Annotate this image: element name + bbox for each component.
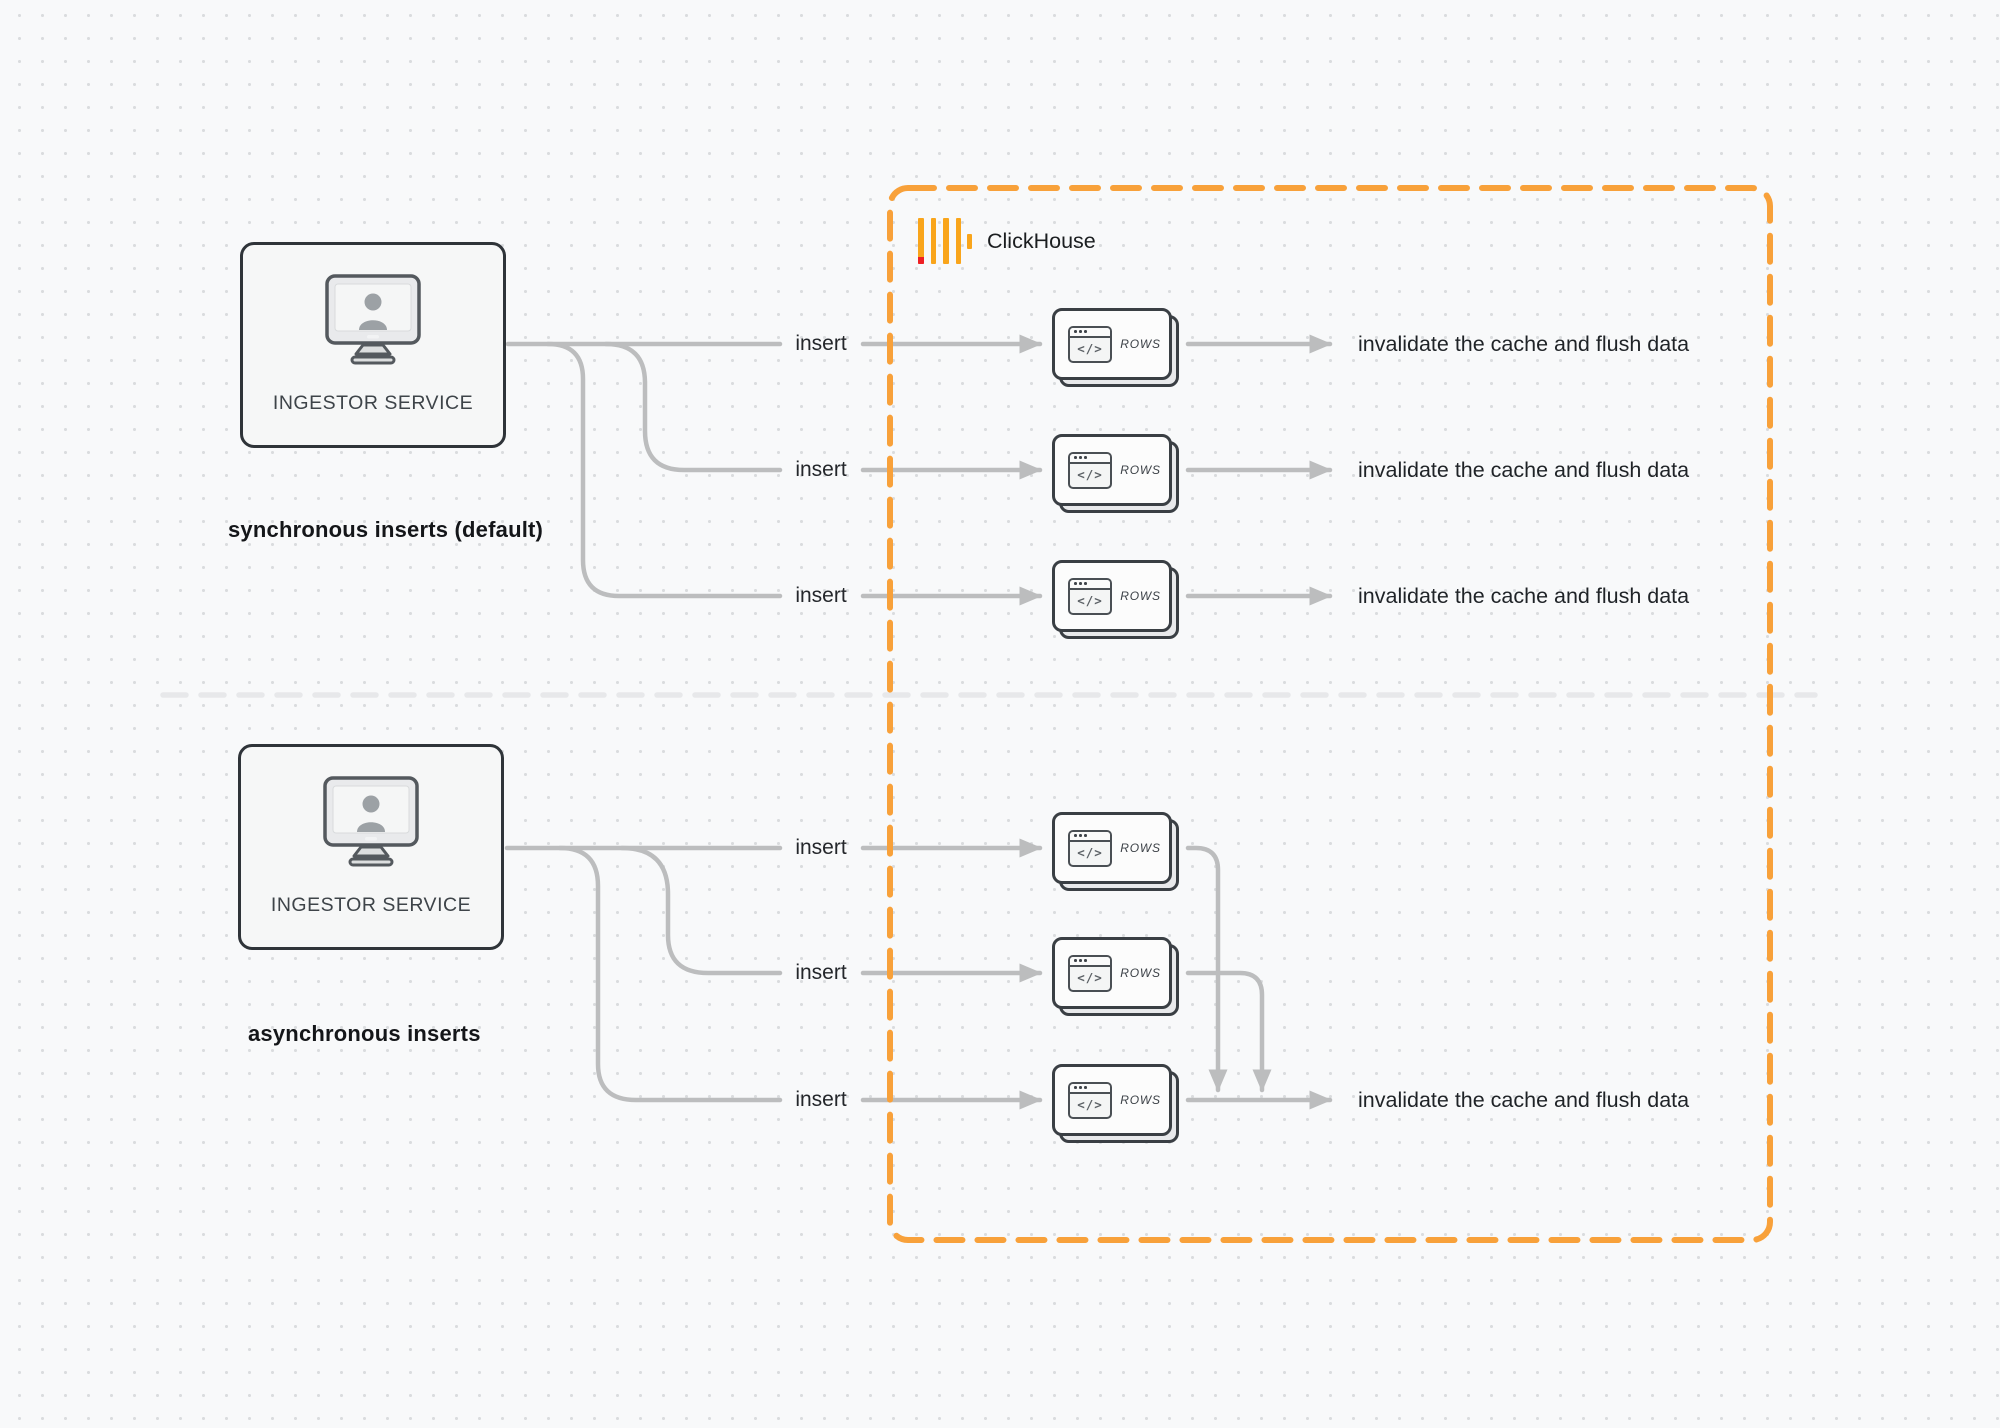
window-dot xyxy=(1074,582,1077,585)
insert-label: insert xyxy=(795,332,847,355)
code-glyph: </> xyxy=(1077,1096,1103,1112)
code-glyph: </> xyxy=(1077,844,1103,860)
rows-table-card: </> ROWS xyxy=(1052,560,1180,640)
clickhouse-logo-bars-icon xyxy=(918,218,972,264)
rows-label: ROWS xyxy=(1120,1093,1161,1107)
window-titlebar xyxy=(1070,831,1110,842)
async-merge-row2-down xyxy=(1185,970,1272,1093)
logo-bar xyxy=(918,218,924,264)
invalidate-label: invalidate the cache and flush data xyxy=(1358,458,1690,482)
logo-red-accent xyxy=(918,257,924,264)
window-dot xyxy=(1074,330,1077,333)
monitor-user-icon xyxy=(325,274,421,365)
rows-table-card: </> ROWS xyxy=(1052,434,1180,514)
rows-table-card: </> ROWS xyxy=(1052,812,1180,892)
insert-label: insert xyxy=(795,1088,847,1111)
window-dot xyxy=(1074,1086,1077,1089)
sync-section-caption: synchronous inserts (default) xyxy=(228,517,544,542)
rows-table-card: </> ROWS xyxy=(1052,937,1180,1017)
async-merge-row1-down xyxy=(1185,845,1228,1093)
logo-bar-small xyxy=(966,233,972,249)
code-window-icon: </> xyxy=(1068,325,1112,363)
rows-label: ROWS xyxy=(1120,589,1161,603)
card-front-layer: </> ROWS xyxy=(1052,937,1172,1009)
window-titlebar xyxy=(1070,956,1110,967)
window-dot xyxy=(1074,959,1077,962)
window-titlebar xyxy=(1070,579,1110,590)
code-window-icon: </> xyxy=(1068,577,1112,615)
invalidate-label: invalidate the cache and flush data xyxy=(1358,332,1690,356)
async-section-caption: asynchronous inserts xyxy=(248,1021,481,1046)
clickhouse-brand-name: ClickHouse xyxy=(987,228,1096,253)
window-titlebar xyxy=(1070,453,1110,464)
window-titlebar xyxy=(1070,1083,1110,1094)
window-dot xyxy=(1084,582,1087,585)
window-dot xyxy=(1079,330,1082,333)
window-dot xyxy=(1079,1086,1082,1089)
service-box-label: INGESTOR SERVICE xyxy=(272,392,474,414)
code-glyph: </> xyxy=(1077,466,1103,482)
code-glyph: </> xyxy=(1077,969,1103,985)
rows-label: ROWS xyxy=(1120,966,1161,980)
code-window-icon: </> xyxy=(1068,451,1112,489)
window-dot xyxy=(1084,456,1087,459)
service-box-label: INGESTOR SERVICE xyxy=(270,894,472,916)
window-dot xyxy=(1084,330,1087,333)
window-dot xyxy=(1074,834,1077,837)
code-window-icon: </> xyxy=(1068,954,1112,992)
rows-label: ROWS xyxy=(1120,463,1161,477)
code-window-icon: </> xyxy=(1068,829,1112,867)
window-dot xyxy=(1079,582,1082,585)
insert-label: insert xyxy=(795,458,847,481)
logo-bar xyxy=(930,218,936,264)
clickhouse-logo: ClickHouse xyxy=(918,217,1096,265)
ingestor-service-box-async: INGESTOR SERVICE xyxy=(238,744,504,950)
async-branch-row2 xyxy=(619,845,783,976)
window-dot xyxy=(1084,1086,1087,1089)
window-dot xyxy=(1084,959,1087,962)
rows-label: ROWS xyxy=(1120,337,1161,351)
rows-label: ROWS xyxy=(1120,841,1161,855)
insert-label: insert xyxy=(795,584,847,607)
sync-branch-row3 xyxy=(545,341,783,599)
code-glyph: </> xyxy=(1077,592,1103,608)
card-front-layer: </> ROWS xyxy=(1052,1064,1172,1136)
logo-bar xyxy=(943,218,949,264)
window-dot xyxy=(1079,456,1082,459)
card-front-layer: </> ROWS xyxy=(1052,308,1172,380)
window-dot xyxy=(1079,834,1082,837)
clickhouse-boundary-box xyxy=(887,185,1773,1243)
code-glyph: </> xyxy=(1077,340,1103,356)
card-front-layer: </> ROWS xyxy=(1052,560,1172,632)
monitor-user-icon xyxy=(323,776,419,867)
invalidate-label: invalidate the cache and flush data xyxy=(1358,1088,1690,1112)
ingestor-service-box-sync: INGESTOR SERVICE xyxy=(240,242,506,448)
card-front-layer: </> ROWS xyxy=(1052,434,1172,506)
insert-label: insert xyxy=(795,836,847,859)
window-titlebar xyxy=(1070,327,1110,338)
logo-bar xyxy=(955,218,961,264)
window-dot xyxy=(1074,456,1077,459)
insert-label: insert xyxy=(795,961,847,984)
async-branch-row3 xyxy=(557,845,783,1103)
rows-table-card: </> ROWS xyxy=(1052,1064,1180,1144)
window-dot xyxy=(1084,834,1087,837)
window-dot xyxy=(1079,959,1082,962)
code-window-icon: </> xyxy=(1068,1081,1112,1119)
sync-branch-row2 xyxy=(603,341,783,473)
card-front-layer: </> ROWS xyxy=(1052,812,1172,884)
rows-table-card: </> ROWS xyxy=(1052,308,1180,388)
invalidate-label: invalidate the cache and flush data xyxy=(1358,584,1690,608)
